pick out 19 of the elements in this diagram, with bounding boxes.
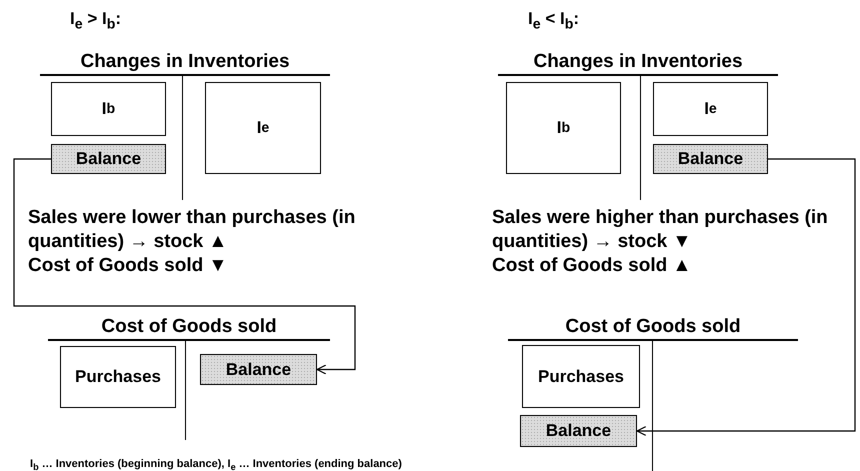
explanation-text: Sales were lower than purchases (in quantities) → stock ▲ xyxy=(28,206,356,254)
account-title: Changes in Inventories xyxy=(40,50,330,76)
arrow xyxy=(13,158,356,375)
balance-box: Balance xyxy=(51,144,166,174)
explanation-text: Cost of Goods sold ▲ xyxy=(492,254,692,278)
explanation-text: Sales were higher than purchases (in quantities) → stock ▼ xyxy=(492,206,829,254)
condition-heading: I$_{e}$ > I$_{b}$: xyxy=(70,8,122,34)
account-entry-box: Purchases xyxy=(60,346,176,408)
account-title: Cost of Goods sold xyxy=(508,315,798,341)
arrow xyxy=(636,158,856,436)
account-title: Changes in Inventories xyxy=(498,50,778,76)
condition-heading: I$_{e}$ < I$_{b}$: xyxy=(528,8,580,34)
balance-box: Balance xyxy=(200,354,317,385)
account-title: Cost of Goods sold xyxy=(48,315,330,341)
balance-box: Balance xyxy=(520,415,637,447)
explanation-text: Cost of Goods sold ▼ xyxy=(28,254,228,278)
account-entry-box: Purchases xyxy=(522,345,640,408)
footnote: I$_{b}$ … Inventories (beginning balance), I$_{e}$ … Inventories (ending balance) xyxy=(30,457,403,471)
balance-box: Balance xyxy=(653,144,768,174)
